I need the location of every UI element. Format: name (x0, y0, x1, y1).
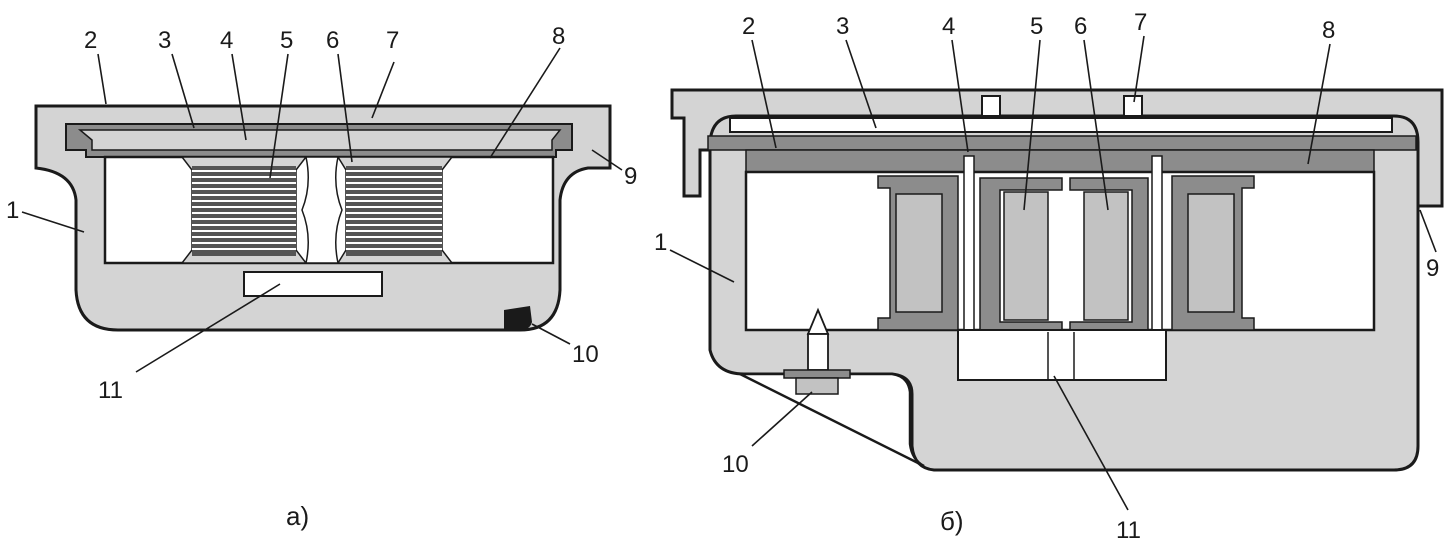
figure-b-top-slot (729, 117, 1393, 133)
figure-b-opening-right (1123, 95, 1143, 117)
figure-a-label-7: 7 (386, 27, 399, 54)
figure-a-corner-seal (504, 306, 532, 330)
figure-b-caption: б) (940, 506, 964, 536)
figure-b-pin-right (1151, 155, 1163, 333)
figure-b-magnet-plate (745, 149, 1375, 173)
figure-b-dark-plate (707, 135, 1417, 151)
figure-a-coil-left (180, 156, 308, 264)
figure-b-lower-box (957, 329, 1167, 381)
figure-a-slot (243, 271, 383, 297)
figure-b-label-6: 6 (1074, 13, 1087, 40)
figure-a-caption: а) (286, 501, 309, 531)
figure-a-plate (77, 129, 562, 151)
figure-b-base-wedge (739, 372, 925, 468)
figure-a-label-10: 10 (572, 341, 599, 368)
figure-a-label-5: 5 (280, 27, 293, 54)
figure-b-label-5: 5 (1030, 13, 1043, 40)
figure-b-cavity (744, 170, 1376, 332)
figure-b-label-8: 8 (1322, 17, 1335, 44)
figure-b-label-3: 3 (836, 13, 849, 40)
figure-b-label-2: 2 (742, 13, 755, 40)
figure-b: 1 2 3 4 5 6 7 8 9 10 11 б) (654, 9, 1444, 544)
figure-a-label-6: 6 (326, 27, 339, 54)
figure-a-label-3: 3 (158, 27, 171, 54)
figure-a-core (301, 156, 343, 264)
figure-b-bobbin-6 (1069, 177, 1149, 335)
figure-b-label-11: 11 (1116, 517, 1141, 544)
figure-b-label-9: 9 (1426, 255, 1439, 282)
figure-a-label-1: 1 (6, 197, 19, 224)
figure-b-winding-5 (1003, 191, 1049, 321)
figure-b-label-10: 10 (722, 451, 749, 478)
figure-b-winding-left (895, 193, 943, 313)
figure-b-pin-left (963, 155, 975, 333)
figure-b-label-4: 4 (942, 13, 955, 40)
figure-b-winding-right (1187, 193, 1235, 313)
figure-b-label-1: 1 (654, 229, 667, 256)
figure-a-label-8: 8 (552, 23, 565, 50)
figure-a-coil-right (336, 156, 454, 264)
figure-a: 1 2 3 4 5 6 7 8 9 10 11 а) (6, 23, 637, 531)
figure-b-label-7: 7 (1134, 9, 1147, 36)
figure-a-label-2: 2 (84, 27, 97, 54)
figure-a-label-4: 4 (220, 27, 233, 54)
figure-a-label-9: 9 (624, 163, 637, 190)
figure-b-terminal (783, 307, 851, 395)
figure-b-opening-left (981, 95, 1001, 117)
figure-a-label-11: 11 (98, 377, 123, 404)
figure-b-winding-6 (1083, 191, 1129, 321)
